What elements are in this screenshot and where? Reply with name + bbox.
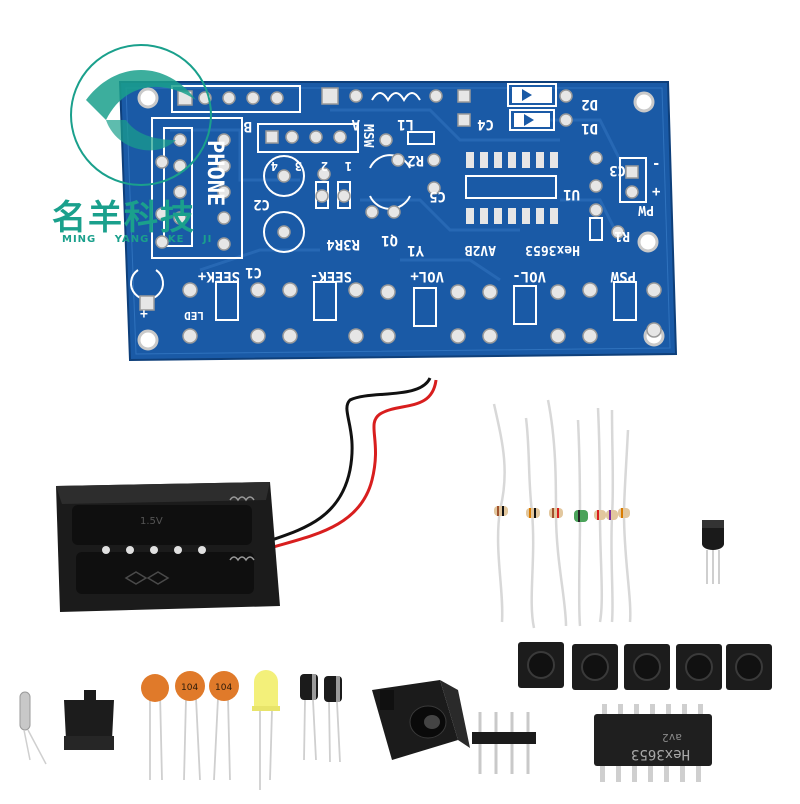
- capacitor-label-1: 104: [181, 683, 198, 693]
- label-seek-plus: SEEK+: [198, 268, 240, 284]
- label-minus-pw: -: [652, 156, 660, 172]
- label-c1: C1: [245, 264, 262, 280]
- brand-name-cn: 名羊科技: [52, 198, 196, 238]
- resistor-bodies: [494, 506, 630, 522]
- pcb-pads: [139, 87, 662, 344]
- label-av2b: AV2B: [465, 242, 496, 257]
- ceramic-capacitors: 104 104: [141, 671, 239, 781]
- pcb-board: PHONE B A L1 C4 D2 D1 MSW R2 C3 C2 C5 U1…: [118, 81, 678, 362]
- jumper-cap: [64, 690, 114, 750]
- label-led: LED: [184, 309, 204, 322]
- battery-contacts: [102, 546, 206, 554]
- label-c4: C4: [477, 116, 494, 132]
- label-plus-pw: +: [652, 184, 660, 200]
- battery-voltage-label: 1.5V: [140, 516, 163, 527]
- brand-word-3: KE: [167, 234, 185, 245]
- capacitor-label-2: 104: [215, 683, 232, 693]
- label-r1: R1: [614, 228, 630, 243]
- diode-symbols: [512, 87, 552, 127]
- transistor: [702, 520, 724, 584]
- label-plus-led: +: [140, 307, 148, 322]
- label-l1: L1: [397, 116, 414, 132]
- ic-chip: av2 Hex3653: [594, 704, 712, 782]
- battery-springs: [229, 496, 255, 562]
- label-c2: C2: [253, 196, 270, 212]
- ic-footprint-pads: [466, 152, 558, 224]
- audio-jack: [372, 680, 470, 760]
- label-psw: PSW: [610, 268, 636, 284]
- electrolytic-capacitors: [300, 674, 342, 763]
- label-phone: PHONE: [202, 140, 227, 206]
- label-y1: Y1: [407, 242, 424, 258]
- brand-word-1: MING: [62, 234, 97, 245]
- brand-word-4: JI: [202, 234, 213, 245]
- label-hex3653: Hex3653: [525, 242, 580, 257]
- inductor-symbol: [371, 92, 421, 103]
- label-seek-minus: SEEK-: [310, 268, 352, 284]
- crystal-oscillator: [19, 691, 47, 765]
- label-c3: C3: [609, 162, 626, 178]
- label-q1: Q1: [381, 232, 398, 248]
- label-num-4: 4: [271, 159, 278, 173]
- label-msw: MSW: [360, 124, 375, 148]
- ic-marking: Hex3653: [631, 746, 690, 762]
- label-u1: U1: [563, 186, 580, 202]
- label-d2: D2: [581, 96, 598, 112]
- label-b: B: [244, 118, 252, 134]
- brand-word-2: YANG: [114, 234, 150, 245]
- tact-switches: [518, 642, 772, 690]
- label-r3r4: R3R4: [326, 236, 360, 252]
- pin-header: [472, 712, 536, 774]
- label-pw: PW: [638, 202, 654, 217]
- label-num-1: 1: [345, 159, 352, 173]
- label-c5: C5: [429, 188, 446, 204]
- brand-logo: [46, 40, 236, 270]
- label-d1: D1: [581, 120, 598, 136]
- label-a: A: [351, 116, 360, 132]
- label-vol-minus: VOL-: [512, 268, 546, 284]
- brand-name-en: MING YANG KE JI: [62, 234, 226, 245]
- label-vol-plus: VOL+: [410, 268, 444, 284]
- label-r2: R2: [407, 152, 424, 168]
- pcb-labels: PHONE B A L1 C4 D2 D1 MSW R2 C3 C2 C5 U1…: [140, 96, 660, 322]
- label-num-3: 3: [295, 159, 302, 173]
- label-num-2: 2: [321, 159, 328, 173]
- led: [252, 670, 280, 790]
- battery-holder: 1.5V: [56, 377, 438, 612]
- ic-sub-marking: av2: [662, 731, 682, 744]
